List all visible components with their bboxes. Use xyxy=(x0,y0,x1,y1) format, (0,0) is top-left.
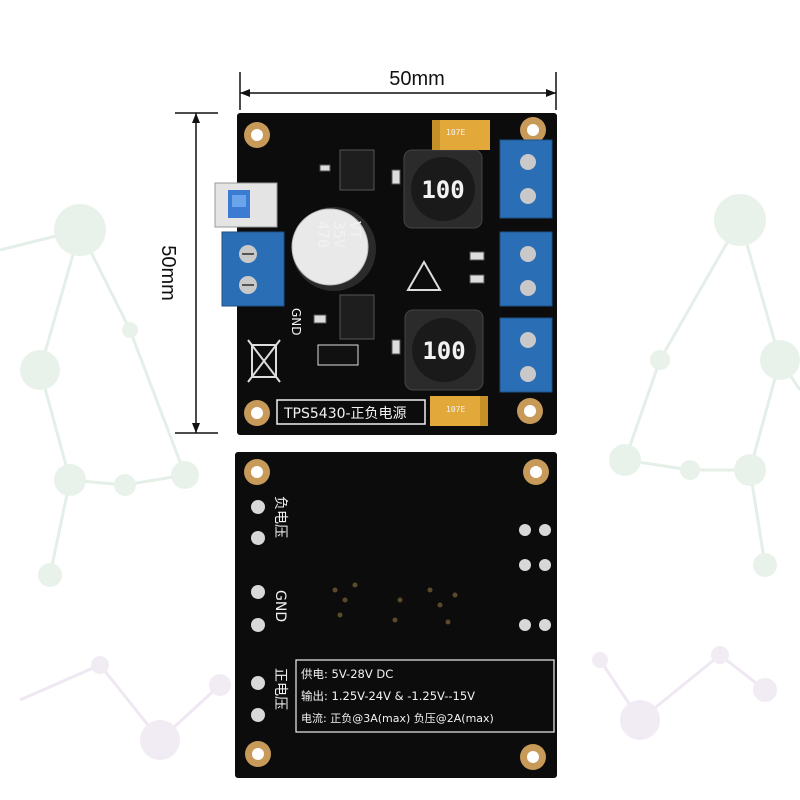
electrolytic-capacitor: 470 35V VT xyxy=(291,207,376,291)
cap-voltage: 35V xyxy=(330,221,348,248)
top-gnd-label: GND xyxy=(289,308,303,336)
spec-output: 输出: 1.25V-24V & -1.25V--15V xyxy=(301,689,475,703)
vias xyxy=(332,582,458,625)
inductor-top: 100 xyxy=(403,149,483,229)
top-board: 470 35V VT 100 100 107E 107E xyxy=(214,113,557,435)
smd-components xyxy=(313,149,485,366)
output-terminals xyxy=(499,139,553,393)
bottom-mounting-holes xyxy=(244,459,549,770)
inductor-bottom: 100 xyxy=(404,309,484,391)
inductor-bottom-label: 100 xyxy=(422,337,465,365)
bottom-board: 负电压 GND 正电压 供电: 5V-28V DC 输出: 1.25V-24V … xyxy=(235,452,557,778)
width-label: 50mm xyxy=(389,68,445,90)
inductor-top-label: 100 xyxy=(421,176,464,204)
recycle-bin-icon xyxy=(247,339,281,383)
board-title: TPS5430-正负电源 xyxy=(283,406,407,422)
label-positive-voltage: 正电压 xyxy=(272,668,288,710)
tantalum-cap-top: 107E xyxy=(432,120,490,150)
esd-warning-icon xyxy=(406,259,442,291)
height-dimension xyxy=(175,112,218,434)
spec-supply: 供电: 5V-28V DC xyxy=(301,667,393,681)
label-negative-voltage: 负电压 xyxy=(272,496,288,538)
tant-bottom-label: 107E xyxy=(446,405,465,414)
cap-series: VT xyxy=(346,221,364,239)
power-switch xyxy=(214,182,278,228)
top-mounting-holes xyxy=(244,117,546,426)
width-dimension xyxy=(239,72,557,110)
cap-value: 470 xyxy=(314,221,332,248)
molecule-background xyxy=(0,194,800,760)
input-terminal xyxy=(221,231,285,307)
terminal-solder-pads xyxy=(251,500,551,722)
height-label: 50mm xyxy=(157,245,179,301)
spec-current: 电流: 正负@3A(max) 负压@2A(max) xyxy=(301,711,494,725)
tantalum-cap-bottom: 107E xyxy=(430,396,488,426)
label-gnd: GND xyxy=(272,590,288,622)
tant-top-label: 107E xyxy=(446,128,465,137)
